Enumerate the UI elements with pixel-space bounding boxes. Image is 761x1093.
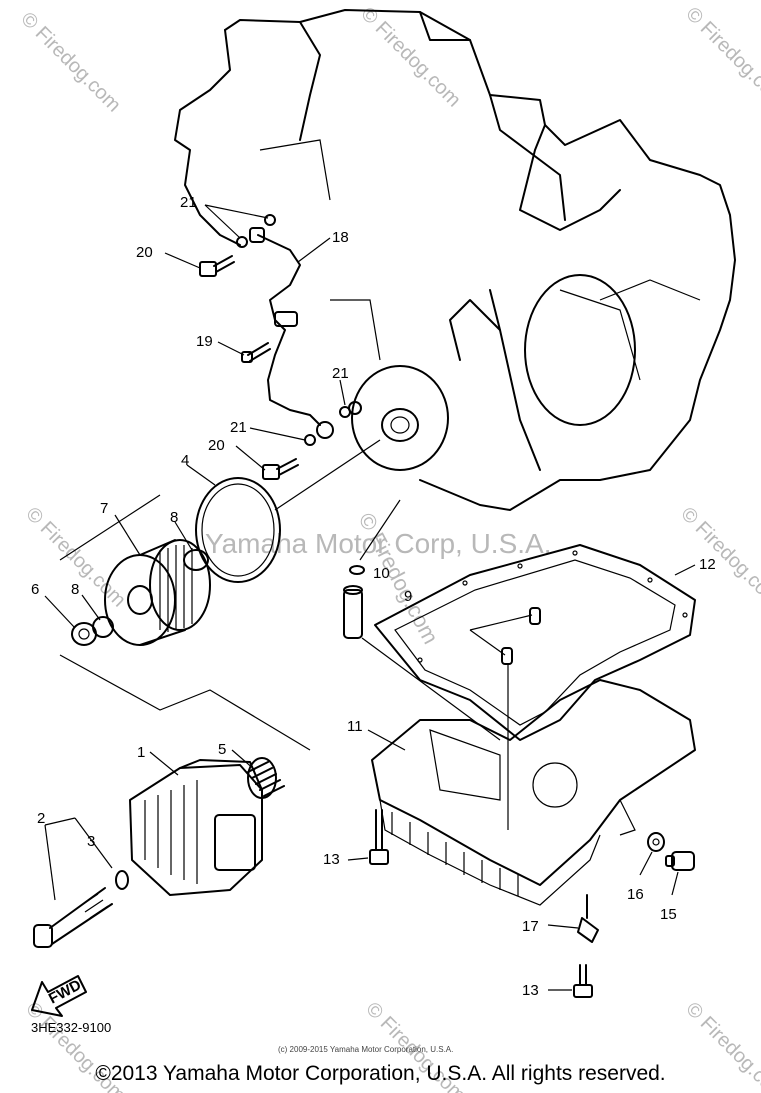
o-ring-10 xyxy=(349,565,365,575)
label-part-21: 21 xyxy=(332,365,349,382)
label-part-8: 8 xyxy=(71,581,79,598)
part-labels: 21 20 18 19 21 21 20 4 7 8 6 8 10 9 12 1… xyxy=(31,194,716,999)
label-part-3: 3 xyxy=(87,833,95,850)
oil-pipe-assembly xyxy=(199,214,362,480)
washer xyxy=(236,236,248,248)
label-part-2: 2 xyxy=(37,810,45,827)
label-part-16: 16 xyxy=(627,886,644,903)
oil-pipe xyxy=(257,234,321,426)
label-part-10: 10 xyxy=(373,565,390,582)
oil-filter-element xyxy=(71,539,211,646)
label-part-4: 4 xyxy=(181,452,189,469)
hardware xyxy=(369,809,695,998)
label-part-15: 15 xyxy=(660,906,677,923)
label-part-12: 12 xyxy=(699,556,716,573)
label-part-8: 8 xyxy=(170,509,178,526)
watermark-site: © Firedog.com xyxy=(356,3,465,112)
label-part-13: 13 xyxy=(522,982,539,999)
washer xyxy=(348,401,362,415)
label-part-9: 9 xyxy=(404,588,412,605)
label-part-21: 21 xyxy=(230,419,247,436)
pan-bolt-13-upper xyxy=(369,809,389,865)
dowel-pin xyxy=(529,607,541,625)
pipe-clamp-bolt xyxy=(241,342,271,363)
label-part-19: 19 xyxy=(196,333,213,350)
oil-strainer xyxy=(343,565,541,830)
filter-housing xyxy=(129,759,263,896)
copyright-notice: ©2013 Yamaha Motor Corporation, U.S.A. A… xyxy=(95,1062,666,1085)
banjo-bolt-upper xyxy=(199,255,235,277)
relief-spring xyxy=(247,757,285,799)
o-ring xyxy=(195,477,281,583)
washer-16 xyxy=(647,832,665,852)
clip-17 xyxy=(577,894,599,943)
oil-pan xyxy=(371,679,696,906)
label-part-5: 5 xyxy=(218,741,226,758)
label-part-11: 11 xyxy=(347,718,363,735)
banjo-bolt-lower xyxy=(262,458,299,480)
pipe-banjo-bottom xyxy=(316,421,334,439)
filter-bolt xyxy=(33,870,129,948)
oil-pan-gasket xyxy=(374,544,696,741)
pipe-banjo-top xyxy=(249,227,265,243)
watermark-site: © Firedog.com xyxy=(16,8,125,117)
label-part-13: 13 xyxy=(323,851,340,868)
label-part-21: 21 xyxy=(180,194,197,211)
diagram-code: 3HE332-9100 xyxy=(31,1020,111,1035)
pan-bolt-13-lower xyxy=(573,964,593,998)
washer-8-upper xyxy=(183,549,209,571)
label-part-17: 17 xyxy=(522,918,539,935)
label-part-18: 18 xyxy=(332,229,349,246)
o-ring-3 xyxy=(115,870,129,890)
washer xyxy=(264,214,276,226)
engine-block xyxy=(174,9,736,511)
leader-lines xyxy=(44,204,696,991)
watermark-site: © Firedog.com xyxy=(681,3,761,112)
filter-mount-boss xyxy=(351,365,449,471)
washer-6 xyxy=(71,622,97,646)
pipe-clamp xyxy=(274,311,298,327)
label-part-20: 20 xyxy=(208,437,225,454)
label-part-20: 20 xyxy=(136,244,153,261)
dowel-pin xyxy=(501,647,513,665)
drain-bolt-15 xyxy=(665,851,695,871)
small-credit: (c) 2009-2015 Yamaha Motor Corporation, … xyxy=(278,1045,453,1054)
label-part-1: 1 xyxy=(137,744,145,761)
label-part-7: 7 xyxy=(100,500,108,517)
watermarks: © Firedog.com © Firedog.com © Firedog.co… xyxy=(16,3,761,1093)
label-part-6: 6 xyxy=(31,581,39,598)
washer xyxy=(304,434,316,446)
